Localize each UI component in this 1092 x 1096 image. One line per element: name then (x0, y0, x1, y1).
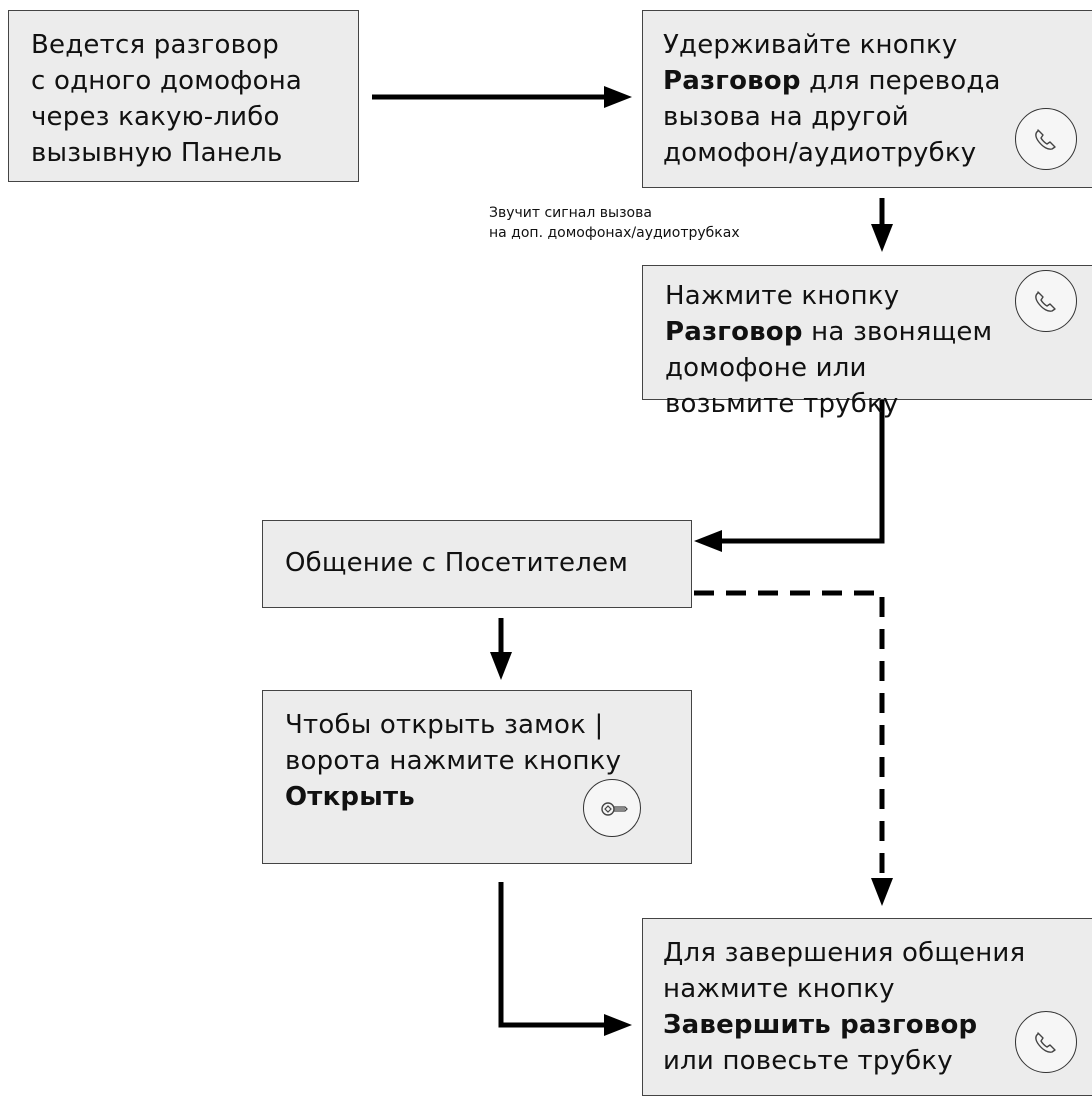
b2-line-3: вызова на другой (663, 102, 909, 132)
step-box-open-lock: Чтобы открыть замок | ворота нажмите кно… (262, 690, 692, 864)
open-button-label: Открыть (285, 782, 415, 812)
call-signal-note: Звучит сигнал вызова на доп. домофонах/а… (489, 203, 740, 243)
b5-line-3: Открыть (285, 779, 673, 815)
b5-line-2: ворота нажмите кнопку (285, 746, 622, 776)
talk-button-label: Разговор (663, 66, 801, 96)
b6-line-3: Завершить разговор (663, 1007, 1075, 1043)
arrow-b4-to-b5 (490, 618, 512, 680)
arrow-b2-to-b3 (871, 198, 893, 252)
b2-line-2: Разговор для перевода (663, 66, 1001, 96)
b6-line-4: или повесьте трубку (663, 1046, 953, 1076)
b2-line-1: Удерживайте кнопку (663, 30, 958, 60)
step-box-hold-talk-transfer: Удерживайте кнопку Разговор для перевода… (642, 10, 1092, 188)
b1-line-2: с одного домофона (31, 66, 303, 96)
b3-line-3: домофоне или (665, 353, 867, 383)
note-line-1: Звучит сигнал вызова (489, 205, 652, 221)
b1-line-3: через какую-либо (31, 102, 280, 132)
step-box-end-conversation: Для завершения общения нажмите кнопку За… (642, 918, 1092, 1096)
talk-button-label: Разговор (665, 317, 803, 347)
b3-line-1: Нажмите кнопку (665, 281, 900, 311)
b1-line-1: Ведется разговор (31, 30, 279, 60)
phone-handset-icon (1015, 1011, 1077, 1073)
b1-line-4: вызывную Панель (31, 138, 283, 168)
arrow-b4-to-b6-dashed (694, 590, 893, 906)
note-line-2: на доп. домофонах/аудиотрубках (489, 225, 740, 241)
b2-line-4: домофон/аудиотрубку (663, 138, 977, 168)
phone-handset-icon (1015, 108, 1077, 170)
step-box-press-talk: Нажмите кнопку Разговор на звонящем домо… (642, 265, 1092, 419)
b3-line-2: Разговор на звонящем (665, 317, 993, 347)
step-box-conversation-active: Ведется разговор с одного домофона через… (8, 10, 359, 182)
key-icon (583, 779, 641, 837)
b4-line-1: Общение с Посетителем (285, 548, 629, 578)
arrow-b1-to-b2 (372, 86, 632, 108)
arrow-b5-to-b6 (498, 882, 632, 1036)
b6-line-2: нажмите кнопку (663, 974, 895, 1004)
step-box-communicate: Общение с Посетителем (262, 520, 692, 608)
end-call-button-label: Завершить разговор (663, 1010, 978, 1040)
b3-line-4: возьмите трубку (665, 389, 899, 419)
b5-line-1: Чтобы открыть замок | (285, 710, 604, 740)
phone-handset-icon (1015, 270, 1077, 332)
b6-line-1: Для завершения общения (663, 938, 1026, 968)
arrow-b3-to-b4 (694, 400, 885, 552)
